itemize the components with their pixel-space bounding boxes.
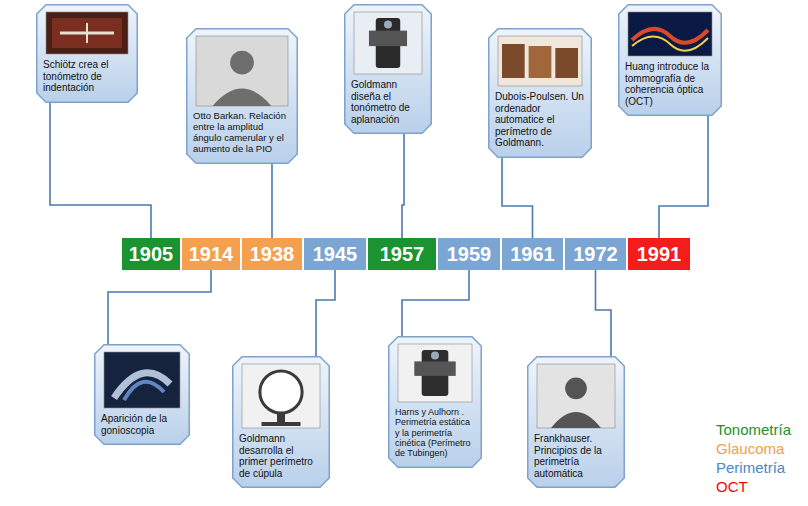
- event-callout: Goldmann diseña el tonómetro de aplanaci…: [344, 4, 432, 134]
- timeline-leader: [659, 116, 708, 238]
- photo-content: [502, 44, 578, 78]
- year-cell: 1991: [628, 238, 690, 270]
- year-label: 1945: [313, 243, 358, 266]
- event-illustration: [186, 28, 298, 108]
- photo-content: [52, 18, 122, 48]
- year-label: 1938: [250, 243, 295, 266]
- photo-frame: [242, 364, 320, 428]
- year-label: 1972: [573, 243, 618, 266]
- photo-frame: [46, 12, 128, 54]
- year-cell: 1945: [304, 238, 366, 270]
- event-illustration: [232, 356, 330, 430]
- legend-entry: Perimetría: [716, 458, 791, 477]
- photo-frame: [398, 344, 472, 402]
- year-cell: 1905: [122, 238, 180, 270]
- event-text: Goldmann diseña el tonómetro de aplanaci…: [351, 79, 425, 125]
- legend-entry: Tonometría: [716, 420, 791, 439]
- legend-entry: OCT: [716, 477, 791, 496]
- event-callout: Harns y Aulhorn . Perimetría estática y …: [388, 336, 482, 468]
- event-illustration: [527, 356, 625, 430]
- event-illustration: [36, 4, 138, 56]
- year-cell: 1961: [502, 238, 563, 270]
- event-text: Huang introduce la tommografía de cohere…: [625, 61, 715, 107]
- photo-content: [260, 371, 302, 426]
- photo-content: [551, 377, 601, 428]
- timeline-leader: [402, 270, 469, 336]
- year-label: 1991: [637, 243, 682, 266]
- year-label: 1959: [447, 243, 492, 266]
- event-illustration: [344, 4, 432, 76]
- legend-text: Perimetría: [716, 459, 785, 476]
- year-cell: 1914: [182, 238, 240, 270]
- event-callout: Aparición de la gonioscopia: [94, 344, 190, 445]
- photo-frame: [628, 12, 712, 56]
- event-illustration: [488, 28, 592, 88]
- year-label: 1914: [189, 243, 234, 266]
- event-callout: Schiötz crea el tonómetro de indentación: [36, 4, 138, 103]
- legend: TonometríaGlaucomaPerimetríaOCT: [716, 420, 791, 496]
- year-cell: 1938: [242, 238, 302, 270]
- legend-text: Tonometría: [716, 421, 791, 438]
- photo-frame: [498, 36, 582, 86]
- timeline-leader: [50, 103, 151, 239]
- year-label: 1957: [380, 243, 425, 266]
- event-callout: Frankhauser. Principios de la perimetría…: [527, 356, 625, 488]
- event-text: Harns y Aulhorn . Perimetría estática y …: [395, 407, 475, 459]
- year-label: 1961: [510, 243, 555, 266]
- event-text: Dubois-Poulsen. Un ordenador automatice …: [495, 91, 585, 149]
- photo-content: [114, 373, 170, 400]
- photo-content: [369, 18, 407, 68]
- event-text: Goldmann desarrolla el primer perímetro …: [239, 433, 323, 479]
- photo-frame: [537, 364, 615, 428]
- event-callout: Goldmann desarrolla el primer perímetro …: [232, 356, 330, 488]
- event-illustration: [94, 344, 190, 410]
- photo-frame: [104, 352, 180, 408]
- photo-content: [213, 51, 272, 106]
- timeline-leader: [108, 270, 211, 344]
- event-text: Aparición de la gonioscopia: [101, 413, 183, 436]
- year-cell: 1972: [565, 238, 626, 270]
- year-cell: 1959: [438, 238, 500, 270]
- year-cell: 1957: [368, 238, 436, 270]
- event-callout: Dubois-Poulsen. Un ordenador automatice …: [488, 28, 592, 158]
- timeline-leader: [402, 134, 404, 238]
- event-text: Frankhauser. Principios de la perimetría…: [534, 433, 618, 479]
- event-text: Schiötz crea el tonómetro de indentación: [43, 59, 131, 94]
- photo-frame: [196, 36, 288, 106]
- photo-content: [414, 350, 455, 396]
- event-illustration: [388, 336, 482, 404]
- legend-text: OCT: [716, 478, 748, 495]
- timeline-leader: [502, 158, 533, 239]
- event-callout: Otto Barkan. Relación entre la amplitud …: [186, 28, 298, 164]
- event-text: Otto Barkan. Relación entre la amplitud …: [193, 111, 291, 155]
- timeline-leader: [596, 270, 612, 356]
- timeline-leader: [316, 270, 335, 356]
- timeline-leader: [271, 164, 273, 238]
- photo-content: [632, 29, 708, 51]
- legend-text: Glaucoma: [716, 440, 784, 457]
- legend-entry: Glaucoma: [716, 439, 791, 458]
- photo-frame: [354, 12, 422, 74]
- event-callout: Huang introduce la tommografía de cohere…: [618, 4, 722, 116]
- year-label: 1905: [129, 243, 174, 266]
- event-illustration: [618, 4, 722, 58]
